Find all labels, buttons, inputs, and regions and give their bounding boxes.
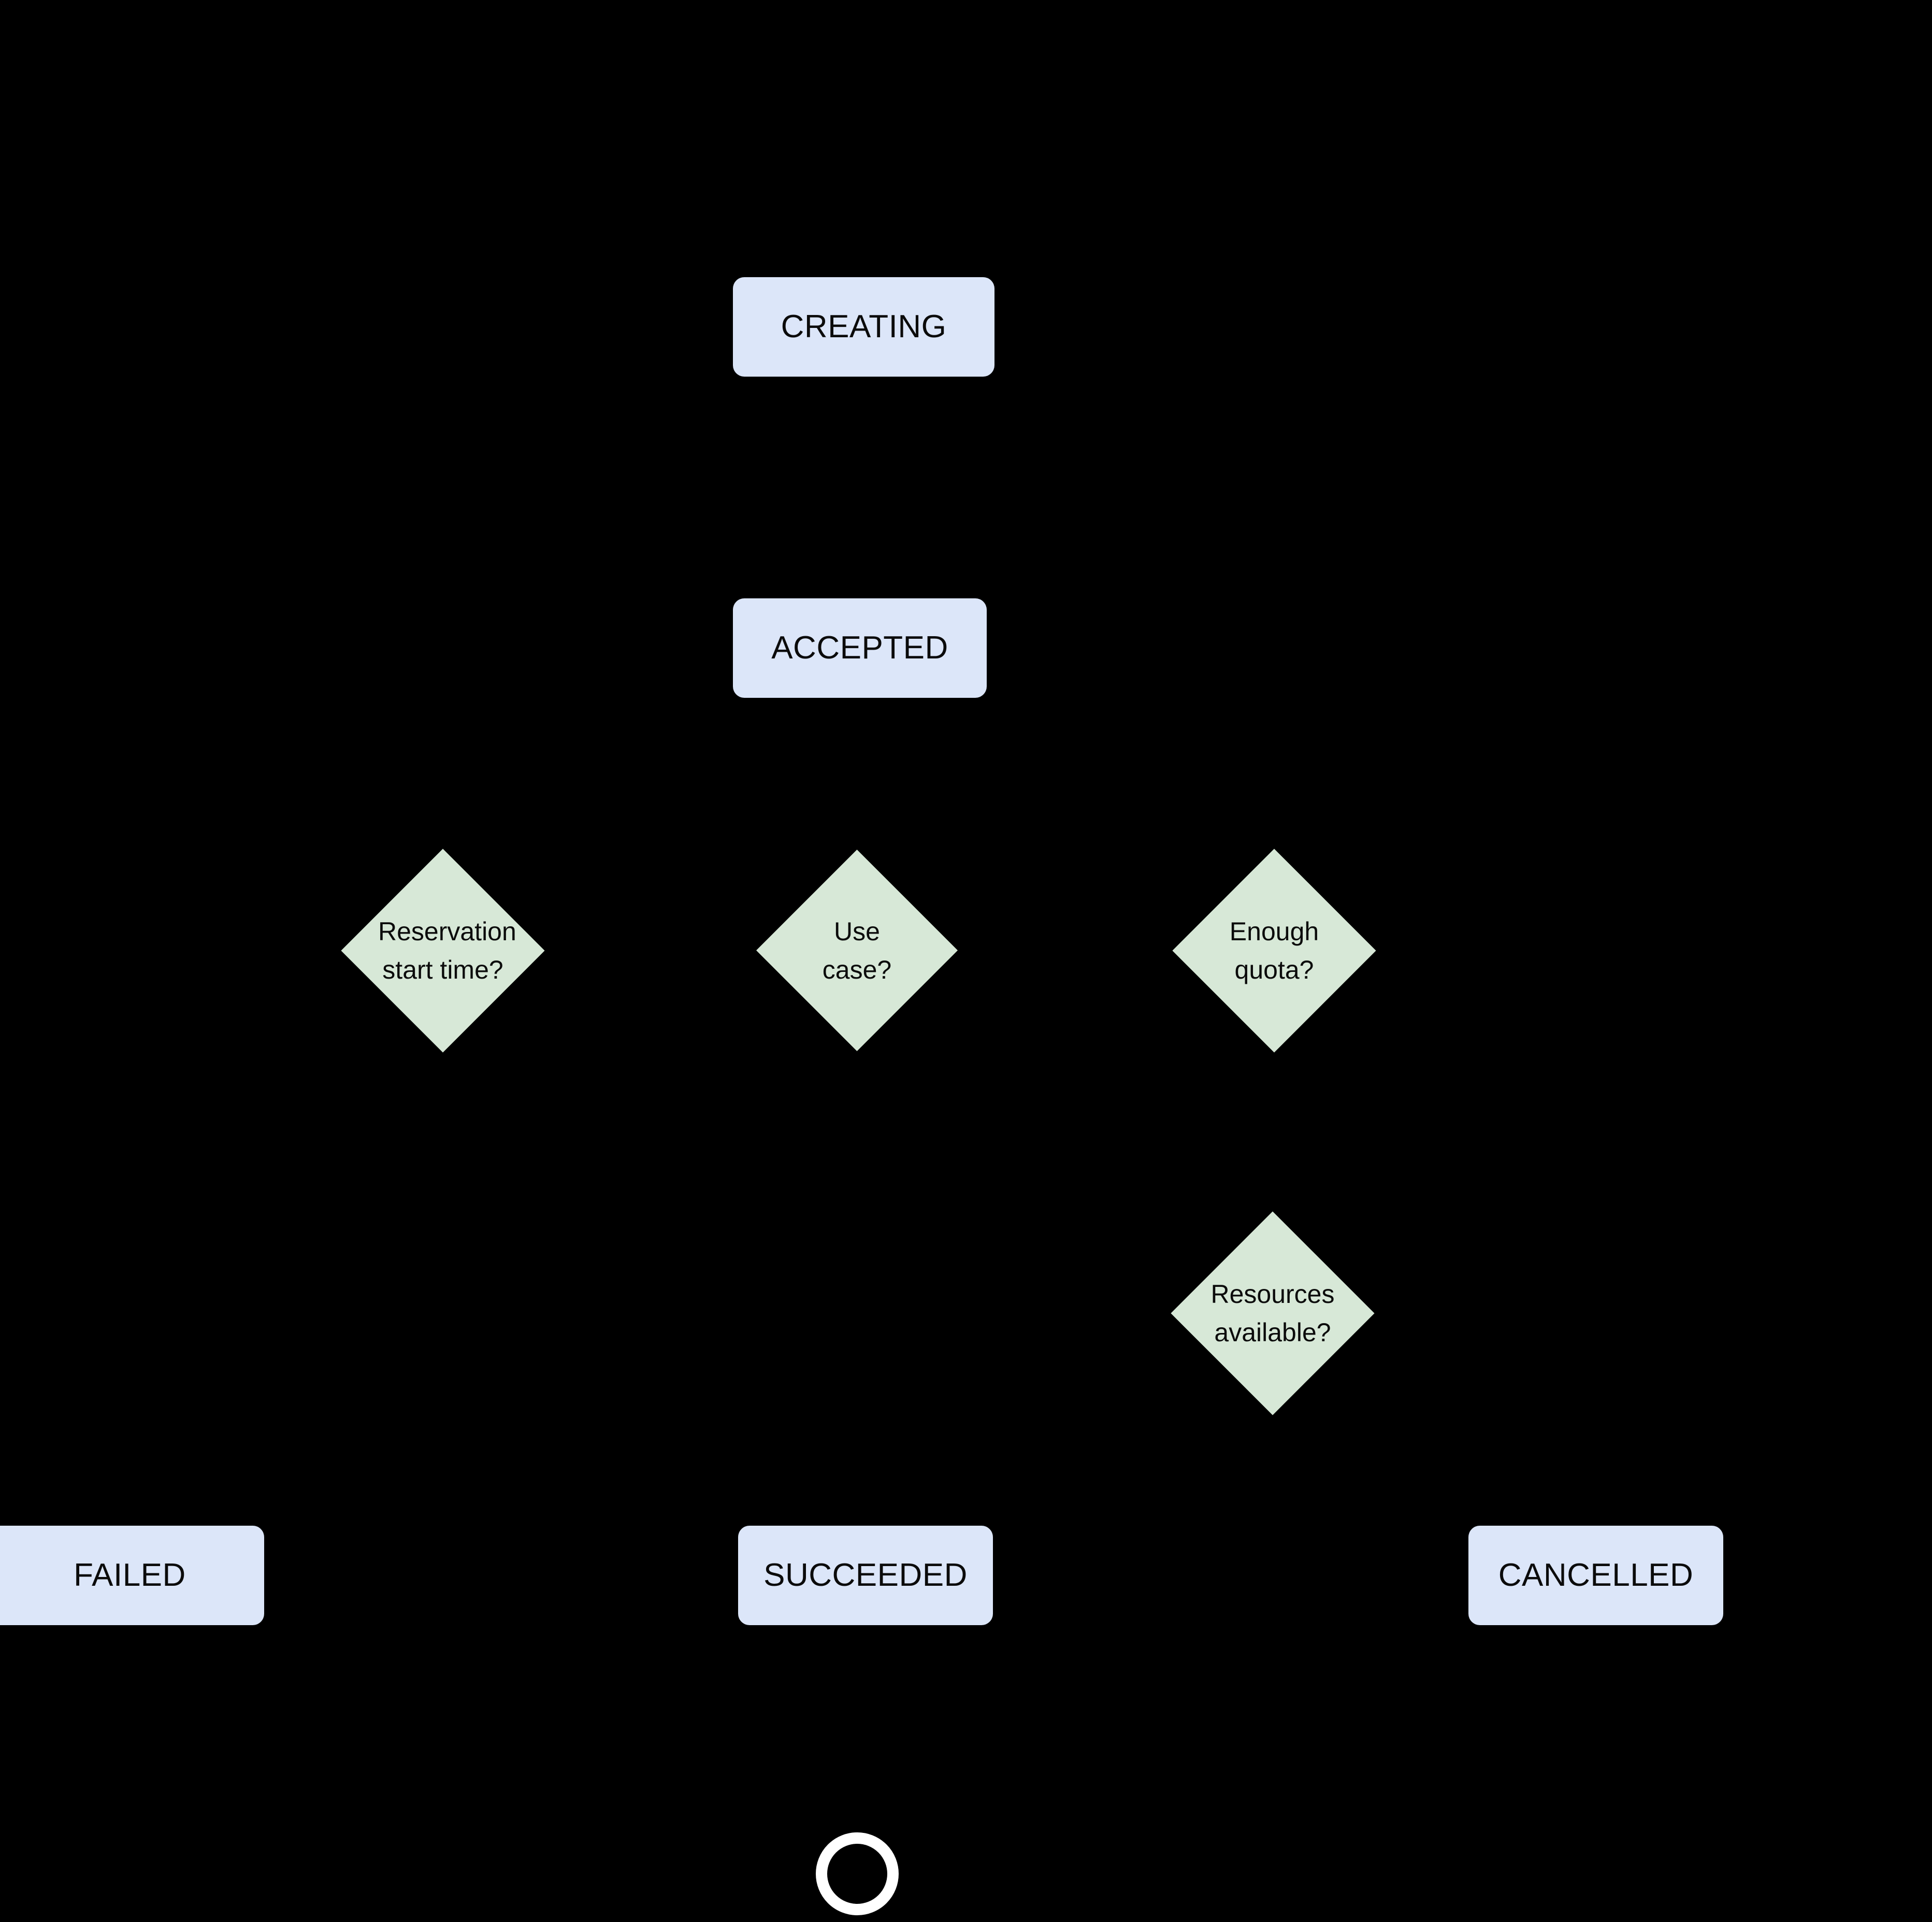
state-node-succeeded[interactable]: SUCCEEDED bbox=[738, 1526, 993, 1625]
edge-succeeded-to-end bbox=[844, 1625, 871, 1836]
terminal-end-node[interactable] bbox=[816, 1832, 899, 1915]
edge-reservation-start-time-to-failed bbox=[111, 1095, 444, 1529]
state-node-accepted[interactable]: ACCEPTED bbox=[733, 598, 987, 698]
edge-accepted-to-enough-quota bbox=[953, 696, 1288, 810]
decision-node-enough-quota[interactable]: Enough quota? bbox=[1172, 849, 1376, 1053]
state-label-creating: CREATING bbox=[781, 308, 947, 345]
state-node-failed[interactable]: FAILED bbox=[0, 1526, 264, 1625]
decision-node-resources-available[interactable]: Resources available? bbox=[1171, 1211, 1375, 1415]
state-label-cancelled: CANCELLED bbox=[1498, 1557, 1694, 1593]
edge-enough-quota-to-resources-available bbox=[1259, 1094, 1286, 1173]
decision-node-reservation-start-time[interactable]: Reservation start time? bbox=[341, 849, 545, 1053]
decision-node-use-case[interactable]: Use case? bbox=[756, 850, 958, 1051]
decision-label-use-case: Use case? bbox=[822, 916, 892, 984]
decision-label-resources-available: Resources available? bbox=[1210, 1280, 1335, 1347]
state-node-cancelled[interactable]: CANCELLED bbox=[1468, 1526, 1723, 1625]
state-label-failed: FAILED bbox=[74, 1557, 186, 1593]
edge-accepted-to-reservation-start-time bbox=[429, 696, 777, 810]
state-label-accepted: ACCEPTED bbox=[771, 629, 948, 666]
edge-accepted-to-use-case bbox=[844, 697, 871, 812]
state-label-succeeded: SUCCEEDED bbox=[763, 1557, 968, 1593]
edge-use-case-to-succeeded bbox=[852, 1093, 878, 1529]
state-node-creating[interactable]: CREATING bbox=[733, 277, 994, 377]
edge-creating-to-accepted bbox=[850, 377, 877, 602]
decision-label-reservation-start-time: Reservation start time? bbox=[378, 917, 516, 984]
edge-resources-available-to-cancelled bbox=[1272, 1456, 1609, 1529]
decision-label-enough-quota: Enough quota? bbox=[1229, 917, 1319, 984]
